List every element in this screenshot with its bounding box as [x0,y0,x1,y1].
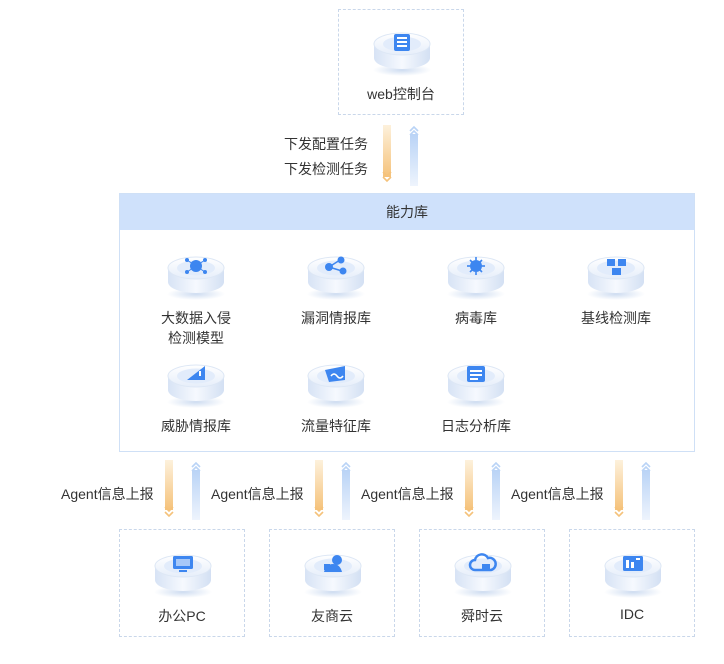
blue-arrow-agent-4 [641,458,651,522]
node-partner-cloud-label: 友商云 [311,608,353,624]
node-shunshi-cloud-label: 舜时云 [461,608,503,624]
up-arrow-agent-4 [614,460,624,522]
label-agent-report-2: Agent信息上报 [211,486,304,502]
node-partner-cloud: 友商云 [269,529,395,637]
web-console-node: web控制台 [338,9,464,115]
label-agent-report-3: Agent信息上报 [361,486,454,502]
label-agent-report-4: Agent信息上报 [511,486,604,502]
cap-label-bigdata-1: 大数据入侵 [161,310,231,326]
cap-item-virus: 病毒库 [416,246,536,336]
label-dispatch-detect: 下发检测任务 [284,161,368,177]
cap-item-vuln: 漏洞情报库 [276,246,396,336]
cap-label-threat: 威胁情报库 [161,418,231,434]
up-arrow-agent-3 [464,460,474,522]
capability-title: 能力库 [120,194,694,230]
cap-label-vuln: 漏洞情报库 [301,310,371,326]
node-idc-label: IDC [619,606,645,622]
blue-arrow-agent-1 [191,458,201,522]
server-icon [371,22,433,78]
label-agent-report-1: Agent信息上报 [61,486,154,502]
node-idc: IDC [569,529,695,637]
cap-item-threat: 威胁情报库 [136,354,256,434]
share-nodes-icon [305,246,367,302]
up-arrow-agent-1 [164,460,174,522]
cap-item-baseline: 基线检测库 [556,246,676,336]
cap-label-bigdata-2: 检测模型 [168,330,224,346]
blue-arrow-agent-2 [341,458,351,522]
capability-library: 能力库 大数据入侵 检测模型 [119,193,695,452]
up-arrow-agent-2 [314,460,324,522]
label-dispatch-config: 下发配置任务 [284,136,368,152]
web-console-label: web控制台 [367,86,435,102]
cloud-icon [452,544,514,600]
warning-flag-icon [165,354,227,410]
baseline-icon [585,246,647,302]
cap-item-traffic: 流量特征库 [276,354,396,434]
user-cloud-icon [302,544,364,600]
cap-item-bigdata: 大数据入侵 检测模型 [136,246,256,346]
datacenter-icon [602,544,664,600]
cap-label-baseline: 基线检测库 [581,310,651,326]
flow-wave-icon [305,354,367,410]
cap-item-log: 日志分析库 [416,354,536,434]
network-icon [165,246,227,302]
node-office-pc-label: 办公PC [158,608,206,624]
cap-label-traffic: 流量特征库 [301,418,371,434]
cap-label-log: 日志分析库 [441,418,511,434]
up-arrow-feedback [409,122,419,186]
node-shunshi-cloud: 舜时云 [419,529,545,637]
blue-arrow-agent-3 [491,458,501,522]
log-doc-icon [445,354,507,410]
node-office-pc: 办公PC [119,529,245,637]
virus-icon [445,246,507,302]
monitor-icon [152,544,214,600]
down-arrow-config [382,125,392,185]
cap-label-virus: 病毒库 [455,310,497,326]
